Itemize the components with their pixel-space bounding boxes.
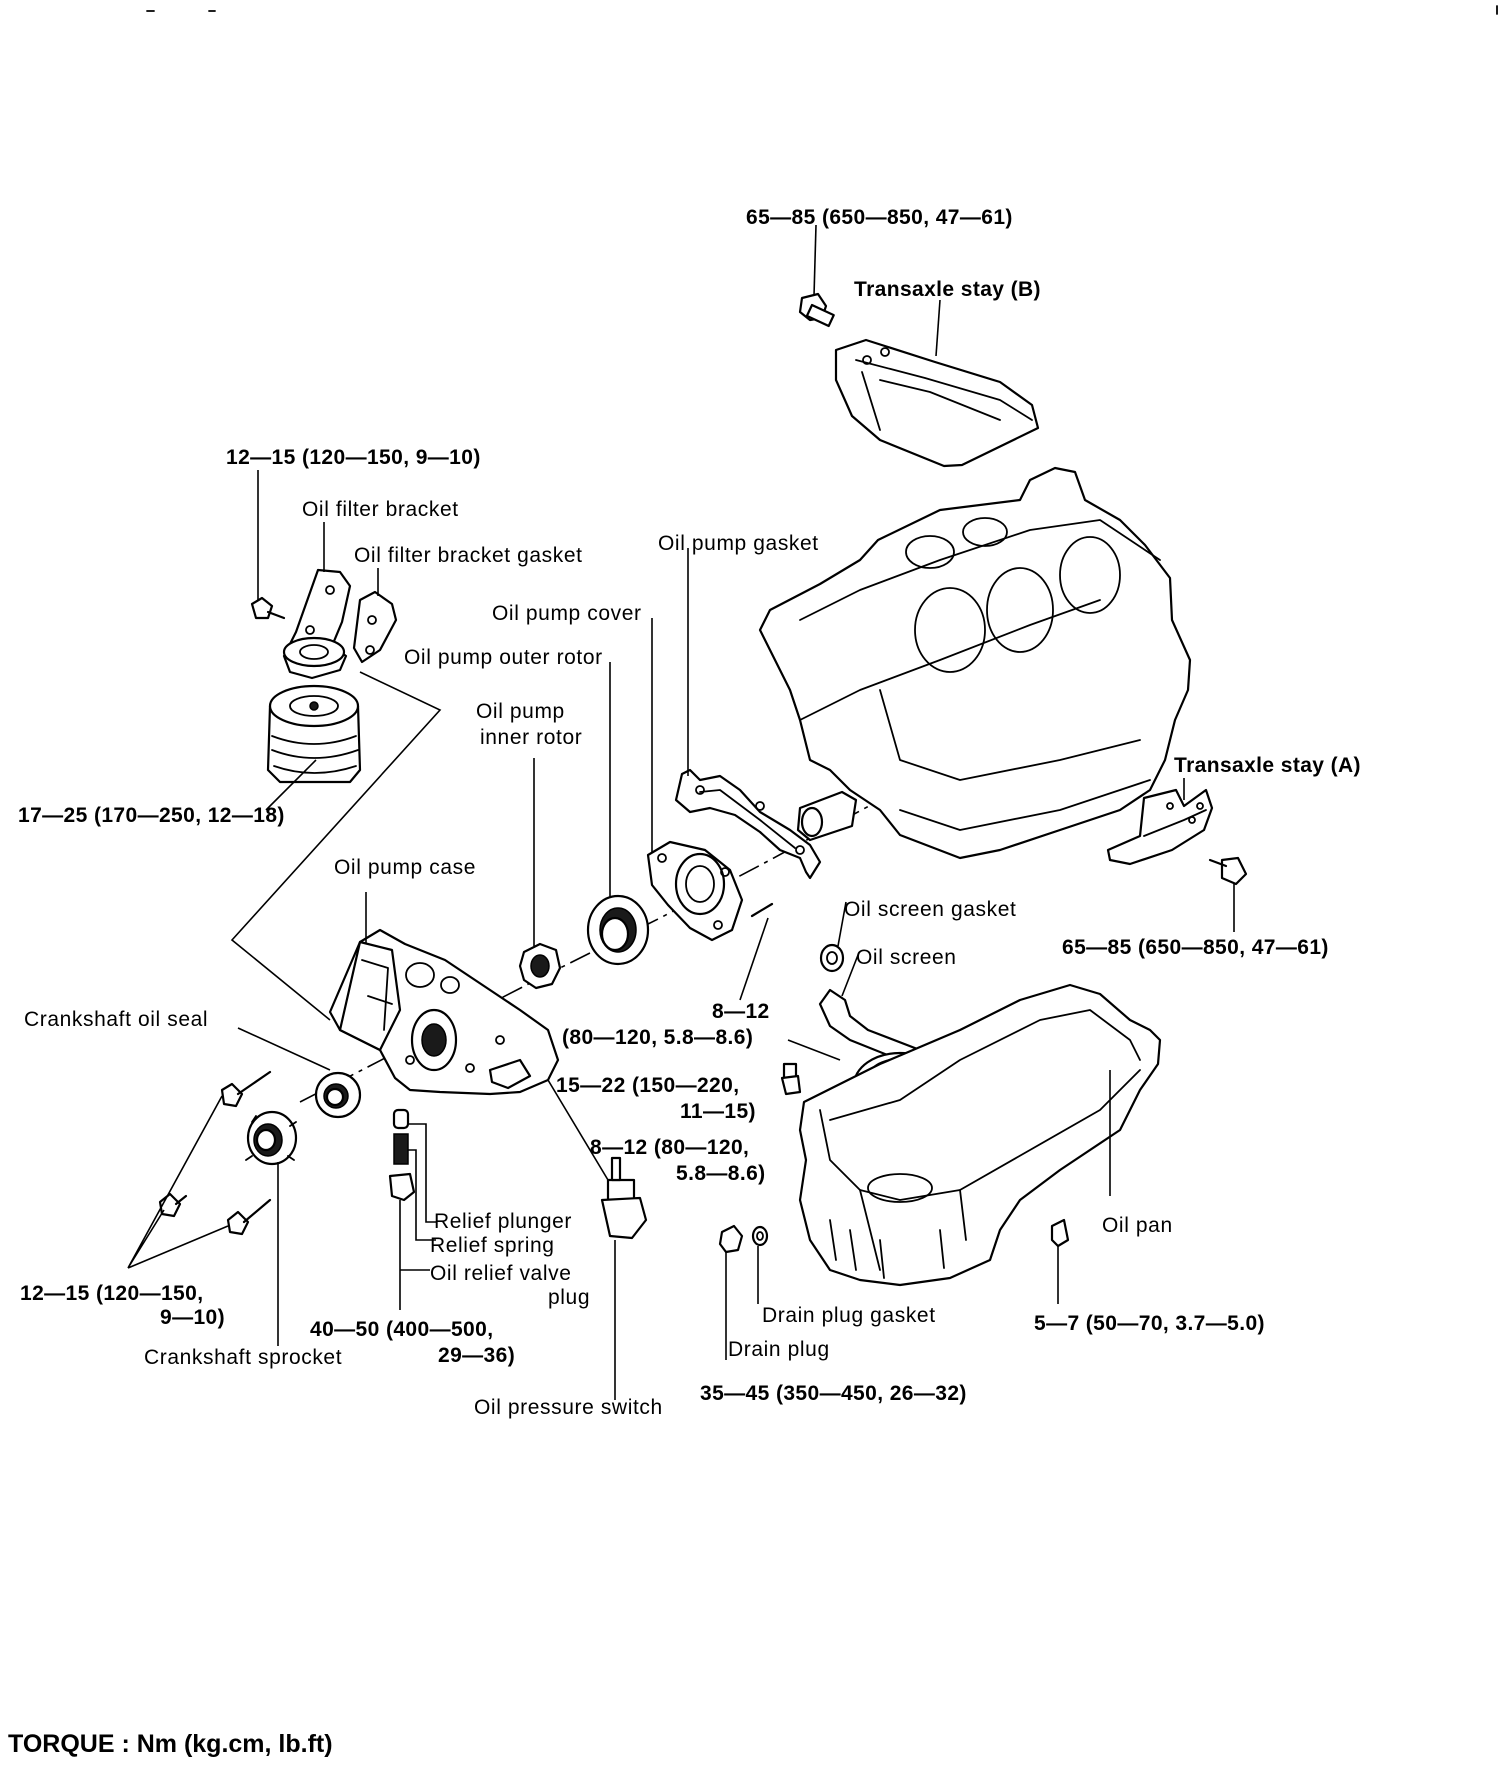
label-oil-screen: Oil screen bbox=[856, 946, 957, 969]
oil-filter-bracket-gasket bbox=[352, 568, 398, 664]
scan-marks bbox=[146, 5, 1498, 15]
label-torque-screen-2: 11—15) bbox=[680, 1100, 756, 1123]
label-relief-spring: Relief spring bbox=[430, 1234, 555, 1257]
label-torque-drain: 35—45 (350—450, 26—32) bbox=[700, 1382, 967, 1405]
torque-units-footer: TORQUE : Nm (kg.cm, lb.ft) bbox=[8, 1730, 333, 1758]
screen-axis bbox=[787, 1039, 841, 1061]
oil-pump-outer-rotor bbox=[586, 662, 650, 966]
oil-screen-bolt bbox=[780, 1062, 802, 1096]
case-bolt-upper bbox=[220, 1070, 272, 1108]
label-crankshaft-sprocket: Crankshaft sprocket bbox=[144, 1346, 342, 1369]
crankshaft-oil-seal bbox=[237, 1027, 362, 1119]
label-torque-pan: 5—7 (50—70, 3.7—5.0) bbox=[1034, 1312, 1265, 1335]
pan-bolt bbox=[1050, 1218, 1070, 1304]
transaxle-stay-a bbox=[1106, 778, 1214, 866]
oil-screen-gasket bbox=[819, 901, 847, 973]
label-torque-stay-a: 65—85 (650—850, 47—61) bbox=[1062, 936, 1329, 959]
label-oil-pump-case: Oil pump case bbox=[334, 856, 476, 879]
oil-pump-cover bbox=[646, 618, 744, 942]
label-oil-relief-valve-1: Oil relief valve bbox=[430, 1262, 571, 1285]
label-oil-pump-outer-rotor: Oil pump outer rotor bbox=[404, 646, 603, 669]
label-drain-plug-gasket: Drain plug gasket bbox=[762, 1304, 936, 1327]
label-torque-oil-filter: 17—25 (170—250, 12—18) bbox=[18, 804, 285, 827]
stay-a-bolt bbox=[1208, 856, 1248, 932]
label-oil-pan: Oil pan bbox=[1102, 1214, 1173, 1237]
case-bolts-leader bbox=[127, 1095, 229, 1269]
transaxle-stay-b bbox=[834, 338, 1040, 468]
case-bolt-lower bbox=[226, 1198, 272, 1236]
label-torque-case-bolts-2: 9—10) bbox=[160, 1306, 225, 1329]
label-drain-plug: Drain plug bbox=[728, 1338, 830, 1361]
label-transaxle-stay-a: Transaxle stay (A) bbox=[1174, 754, 1361, 777]
label-oil-relief-valve-2: plug bbox=[548, 1286, 590, 1309]
label-torque-relief-1: 40—50 (400—500, bbox=[310, 1318, 493, 1341]
filter-bracket-bolt bbox=[250, 470, 286, 620]
stay-b-bolt bbox=[798, 224, 835, 328]
label-transaxle-stay-b: Transaxle stay (B) bbox=[854, 278, 1041, 301]
label-torque-cover-1: 8—12 bbox=[712, 1000, 770, 1023]
engine-block bbox=[758, 466, 1192, 860]
drain-plug-gasket bbox=[751, 1225, 769, 1304]
oil-filter-bracket bbox=[282, 522, 352, 680]
label-oil-filter-bracket-gasket: Oil filter bracket gasket bbox=[354, 544, 583, 567]
drain-plug bbox=[718, 1224, 744, 1360]
label-torque-filter-bracket: 12—15 (120—150, 9—10) bbox=[226, 446, 481, 469]
oil-pump-case bbox=[328, 892, 560, 1096]
label-torque-switch-2: 5.8—8.6) bbox=[676, 1162, 766, 1185]
label-torque-stay-b: 65—85 (650—850, 47—61) bbox=[746, 206, 1013, 229]
label-oil-filter-bracket: Oil filter bracket bbox=[302, 498, 459, 521]
oil-filter bbox=[265, 684, 362, 811]
pump-cover-screw bbox=[739, 902, 774, 1001]
label-oil-pump-gasket: Oil pump gasket bbox=[658, 532, 819, 555]
oil-pan bbox=[798, 983, 1162, 1287]
oil-pump-gasket bbox=[674, 548, 822, 880]
oil-pressure-switch bbox=[600, 1156, 648, 1400]
label-oil-screen-gasket: Oil screen gasket bbox=[844, 898, 1016, 921]
label-torque-screen-1: 15—22 (150—220, bbox=[556, 1074, 739, 1097]
label-oil-pump-inner-rotor-2: inner rotor bbox=[480, 726, 582, 749]
oil-relief-valve-plug bbox=[388, 1172, 416, 1202]
case-bolt-middle bbox=[158, 1192, 188, 1218]
label-oil-pump-cover: Oil pump cover bbox=[492, 602, 642, 625]
label-torque-switch-1: 8—12 (80—120, bbox=[590, 1136, 749, 1159]
label-relief-plunger: Relief plunger bbox=[434, 1210, 572, 1233]
relief-leaders bbox=[399, 1123, 436, 1310]
stay-b-leader bbox=[935, 299, 941, 357]
label-oil-pump-inner-rotor-1: Oil pump bbox=[476, 700, 565, 723]
label-oil-pressure-switch: Oil pressure switch bbox=[474, 1396, 663, 1419]
switch-axis bbox=[547, 1079, 609, 1181]
label-torque-case-bolts-1: 12—15 (120—150, bbox=[20, 1282, 203, 1305]
relief-plunger bbox=[392, 1108, 410, 1130]
relief-spring bbox=[393, 1133, 409, 1165]
oil-pump-inner-rotor bbox=[518, 758, 562, 990]
label-torque-relief-2: 29—36) bbox=[438, 1344, 515, 1367]
label-torque-cover-2: (80—120, 5.8—8.6) bbox=[562, 1026, 753, 1049]
label-crankshaft-oil-seal: Crankshaft oil seal bbox=[24, 1008, 208, 1031]
filter-to-case-line bbox=[230, 671, 442, 1021]
crankshaft-sprocket bbox=[245, 1110, 298, 1346]
